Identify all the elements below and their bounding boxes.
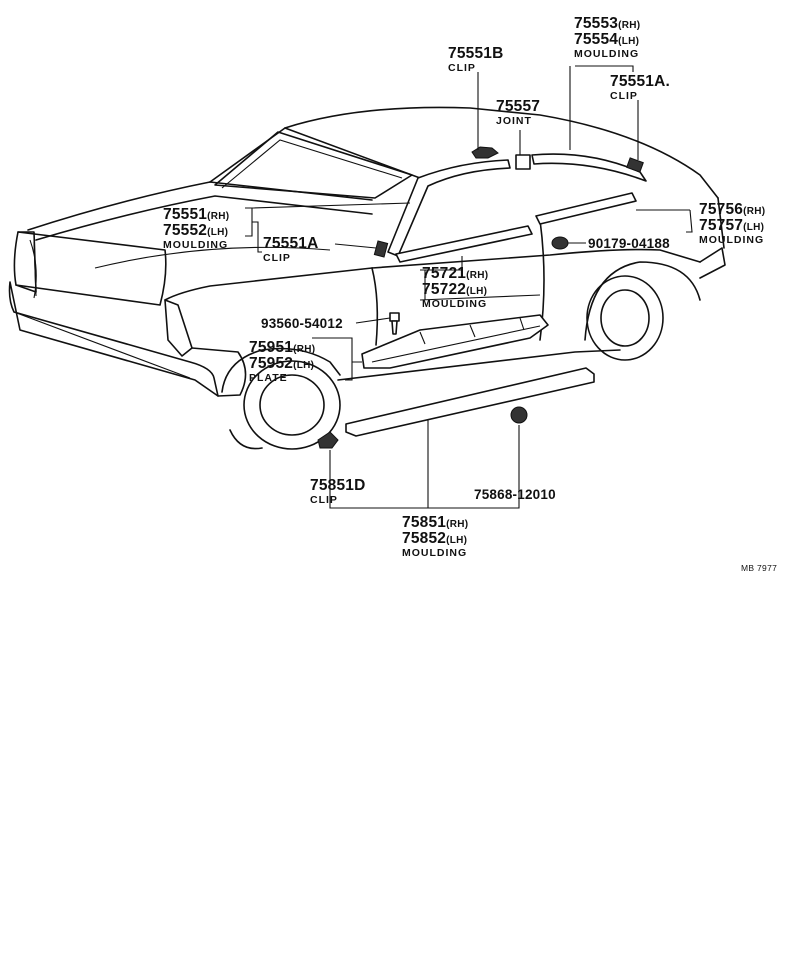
callout-75557: 75557 JOINT [496,98,541,127]
callout-75721: 75721(RH) 75722(LH) MOULDING [422,265,489,310]
callout-75756: 75756(RH) 75757(LH) MOULDING [699,201,766,246]
clip-75551A-top [626,157,644,173]
pillar-moulding [387,159,511,257]
quarter-moulding [535,192,637,225]
grommet-90179 [551,236,569,250]
callout-75551B: 75551B CLIP [448,45,504,74]
callout-75851D: 75851D CLIP [310,477,366,506]
belt-moulding [395,225,533,263]
clip-75851D [317,431,339,449]
clip-75868 [510,406,528,424]
parts [317,146,647,449]
callout-75868: 75868-12010 [474,487,556,502]
rocker-moulding [345,367,595,437]
callout-75851: 75851(RH) 75852(LH) MOULDING [402,514,469,559]
clip-75551B [471,146,499,159]
callout-75553: 75553(RH) 75554(LH) MOULDING [574,15,641,60]
joint-part [515,154,531,170]
callout-93560: 93560-54012 [261,316,343,331]
screw-93560 [389,312,400,335]
car-body [8,106,726,450]
callout-75551A-top: 75551A. CLIP [610,73,671,102]
callout-90179: 90179-04188 [588,236,670,251]
diagram-code: MB 7977 [741,563,778,573]
callout-75551A-left: 75551A CLIP [263,235,319,264]
leader-lines [245,65,693,509]
roof-drip-moulding [531,153,647,182]
clip-75551A-left [373,240,389,258]
callout-75951: 75951(RH) 75952(LH) PLATE [249,339,316,384]
callout-75551: 75551(RH) 75552(LH) MOULDING [163,206,230,251]
scuff-plate [361,314,549,369]
